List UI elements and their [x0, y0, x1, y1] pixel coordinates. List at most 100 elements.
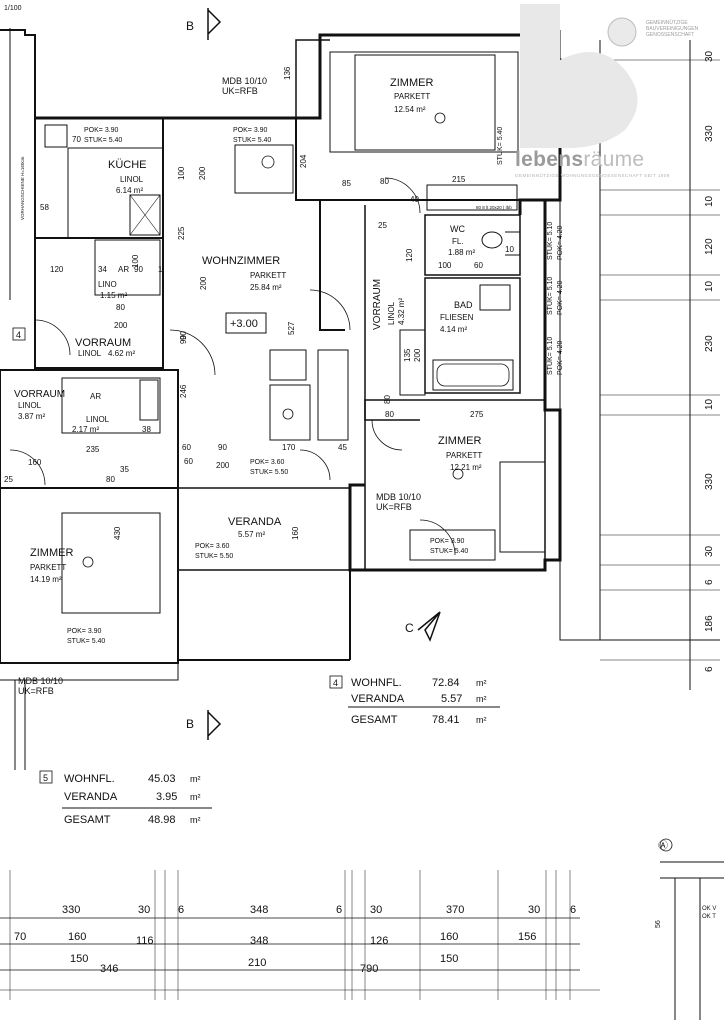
summary4-value-2: 78.41 — [432, 714, 460, 726]
corner-label-0: OK V — [702, 906, 716, 912]
dim-interior-32: 160 — [28, 458, 42, 467]
dim-ticks-right — [600, 59, 720, 661]
logo-org-line2: BAUVEREINIGUNGEN — [646, 26, 699, 32]
stuk-wohnzimmer-bottom: STUK= 5.50 — [250, 469, 288, 476]
dim-right-5: 230 — [704, 335, 715, 352]
unit4-box — [329, 675, 343, 689]
dining-table — [234, 144, 294, 194]
dim-interior-17: 100 — [438, 261, 452, 270]
wall-left-lower — [14, 680, 26, 770]
dim-interior-39: 10 — [505, 245, 514, 254]
stuk-veranda: STUK= 5.50 — [195, 553, 233, 560]
wardrobe-top — [426, 184, 518, 211]
summary5-label-1: VERANDA — [64, 791, 118, 803]
living-walls — [163, 117, 345, 331]
mdb-label-left: MDB 10/10 — [18, 676, 63, 686]
section-label-b-bottom: B — [186, 717, 194, 731]
unit4-number: 4 — [333, 678, 338, 688]
dim-corner: 56 — [655, 920, 662, 928]
room-area-vorraum-left: 4.62 m² — [108, 349, 135, 358]
dim-interior-14: 215 — [452, 175, 466, 184]
room-floor-vorraum-right: LINOL — [387, 301, 396, 325]
wc-basin — [505, 231, 521, 256]
dim-right-0: 30 — [704, 50, 715, 62]
room-name-zimmer-left: ZIMMER — [30, 547, 73, 559]
section-label-c: C — [405, 621, 414, 635]
pok-veranda: POK= 3.60 — [195, 543, 230, 550]
dim-interior-5: 527 — [287, 321, 296, 335]
room-floor-zimmer-right: PARKETT — [446, 451, 482, 460]
room-floor-vorraum-left: LINOL — [78, 349, 102, 358]
dim-interior-7: 90 — [179, 331, 188, 340]
zimmer-top-bed — [329, 51, 519, 153]
dim-interior-22: 200 — [413, 348, 422, 362]
door-arc-7 — [9, 449, 46, 486]
stuk-kueche: STUK= 5.40 — [84, 137, 122, 144]
pok-wc: POK= 4.20 — [557, 225, 564, 260]
stuk-bad: STUK= 5.10 — [547, 277, 554, 315]
logo-wordmark: lebensräume — [515, 148, 644, 172]
summary5-value-0: 45.03 — [148, 773, 176, 785]
unit5-number: 5 — [43, 773, 48, 783]
dim-right-7: 330 — [704, 473, 715, 490]
pok-zimmer-right: POK= 3.90 — [430, 538, 465, 545]
room-floor-wc: FL. — [452, 237, 464, 246]
dim-bottom1-0: 330 — [62, 904, 80, 916]
dim-interior-26: 58 — [40, 203, 49, 212]
section-circle-a — [659, 838, 673, 852]
summary5-value-1: 3.95 — [156, 791, 177, 803]
summary4-label-1: VERANDA — [351, 693, 405, 705]
room-area-ar-top: 1.15 m² — [100, 291, 127, 300]
stuk-zimmer-right: STUK= 5.40 — [430, 548, 468, 555]
dim-interior-36: 204 — [299, 154, 308, 168]
corner-label-1: OK T — [702, 914, 716, 920]
armchair — [269, 349, 307, 381]
dim-interior-24: 90 — [179, 335, 188, 344]
logo-subtitle: GEMEINNÜTZIGE WOHNUNGSGENOSSENSCHAFT SEI… — [515, 173, 670, 178]
door-arc-6 — [34, 319, 71, 356]
dim-bottom1-1: 30 — [138, 904, 150, 916]
dim-bottom1-3: 348 — [250, 904, 268, 916]
kitchen-stove — [129, 194, 161, 236]
summary4-unit-1: m² — [476, 694, 487, 704]
room-area-wohnzimmer: 25.84 m² — [250, 283, 282, 292]
dim-interior-27: 120 — [50, 265, 64, 274]
wall-top-left — [0, 29, 36, 120]
dim-interior-38: 80 — [383, 395, 392, 404]
vorraum-left-walls — [34, 237, 164, 369]
dim-interior-29: 90 — [134, 265, 143, 274]
ar-lower-room — [61, 377, 161, 434]
dim-bottom2-6: 156 — [518, 931, 536, 943]
room-name-zimmer-top: ZIMMER — [390, 77, 433, 89]
room-floor-wohnzimmer: PARKETT — [250, 271, 286, 280]
bathtub-inner — [436, 363, 510, 387]
dim-bottom3-2: 210 — [248, 957, 266, 969]
zimmer-top-inner — [354, 54, 496, 151]
dim-interior-21: 275 — [470, 410, 484, 419]
label-wardrobe-note: 80 8 lt 20x20 | Ibb — [476, 205, 512, 210]
unit5-box — [39, 770, 53, 784]
dim-right-10: 186 — [704, 615, 715, 632]
uk-label-right: UK=RFB — [376, 502, 412, 512]
lamp-icon-zimmer-top — [434, 112, 446, 124]
dim-bottom3-0: 150 — [70, 953, 88, 965]
summary4-label-2: GESAMT — [351, 714, 398, 726]
door-arc-1 — [169, 329, 216, 376]
summary5-unit-1: m² — [190, 792, 201, 802]
room-name-veranda: VERANDA — [228, 516, 282, 528]
outer-wall-top — [35, 33, 562, 215]
summary5-unit-2: m² — [190, 815, 201, 825]
dim-bottom1-6: 370 — [446, 904, 464, 916]
summary4-unit-0: m² — [476, 678, 487, 688]
dim-right-3: 120 — [704, 238, 715, 255]
room-name-wohnzimmer: WOHNZIMMER — [202, 255, 280, 267]
dim-interior-15: 25 — [378, 221, 387, 230]
room-area-kueche: 6.14 m² — [116, 186, 143, 195]
pok-zimmer-left: POK= 3.90 — [67, 628, 102, 635]
toilet — [481, 231, 503, 249]
dim-interior-4: 200 — [199, 276, 208, 290]
vorraum-shaft — [399, 329, 426, 396]
room-name-wc: WC — [450, 224, 465, 234]
room-area-zimmer-top: 12.54 m² — [394, 105, 426, 114]
